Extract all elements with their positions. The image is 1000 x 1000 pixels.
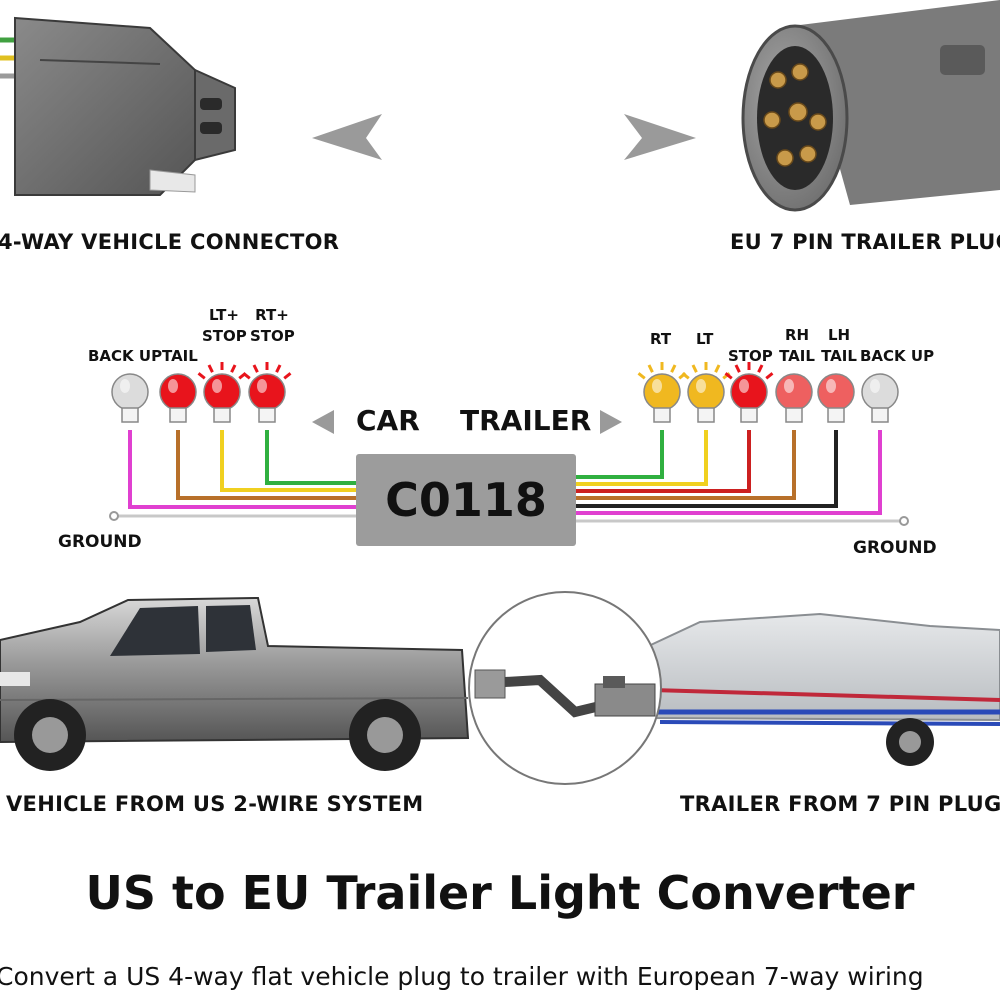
car-lamp-bulb-2 <box>197 362 247 423</box>
left-arrow-icon <box>312 114 382 160</box>
page-subtitle: Convert a US 4-way flat vehicle plug to … <box>0 962 924 991</box>
right-arrow-icon <box>624 114 696 160</box>
pickup-truck-image <box>0 596 470 771</box>
ground-label-right: GROUND <box>853 538 937 558</box>
trailer-lamp-bulb-3 <box>775 373 813 423</box>
lamp-label-trailer-stop: STOP <box>728 347 773 365</box>
trailer-lamp-bulb-4 <box>817 373 855 423</box>
eu-7-pin-plug-image <box>741 0 1000 212</box>
vehicle-connector-caption: 4-WAY VEHICLE CONNECTOR <box>0 230 340 254</box>
lamp-label-trailer-backup: BACK UP <box>860 347 935 365</box>
lamp-label-trailer-lh-tail: LH TAIL <box>821 326 857 365</box>
vehicle-system-caption: VEHICLE FROM US 2-WIRE SYSTEM <box>6 792 424 816</box>
lamp-label-car-rt-stop: RT+ STOP <box>250 306 295 345</box>
converter-code: C0118 <box>385 473 547 527</box>
trailer-arrow-icon <box>600 410 622 434</box>
lamp-label-car-backup: BACK UP <box>88 347 163 365</box>
trailer-lamp-bulb-5 <box>861 373 899 423</box>
trailer-plug-caption: EU 7 PIN TRAILER PLUG <box>730 230 1000 254</box>
lamp-label-car-tail: TAIL <box>162 347 198 365</box>
lamp-label-trailer-rh-tail: RH TAIL <box>779 326 815 365</box>
car-lamp-bulb-3 <box>242 362 292 423</box>
page-title: US to EU Trailer Light Converter <box>85 866 915 920</box>
hitch-closeup-image <box>468 591 662 785</box>
lamp-label-car-lt-stop: LT+ STOP <box>202 306 247 345</box>
trailer-lamp-bulb-0 <box>637 362 687 423</box>
ground-label-left: GROUND <box>58 532 142 552</box>
trailer-lamp-bulb-2 <box>724 362 774 423</box>
trailer-system-caption: TRAILER FROM 7 PIN PLUG <box>680 792 1000 816</box>
converter-code-box: C0118 <box>356 454 576 546</box>
car-lamp-bulb-0 <box>111 373 149 423</box>
car-label: CAR <box>356 404 420 437</box>
trailer-label: TRAILER <box>460 404 592 437</box>
lamp-label-trailer-rt: RT <box>650 330 672 348</box>
trailer-lamp-bulb-1 <box>681 362 731 423</box>
car-arrow-icon <box>312 410 334 434</box>
car-lamp-bulb-1 <box>159 373 197 423</box>
four-way-connector-image <box>0 16 236 196</box>
lamp-label-trailer-lt: LT <box>696 330 714 348</box>
wiring-harness <box>109 430 909 526</box>
boat-trailer-image <box>638 612 1000 766</box>
